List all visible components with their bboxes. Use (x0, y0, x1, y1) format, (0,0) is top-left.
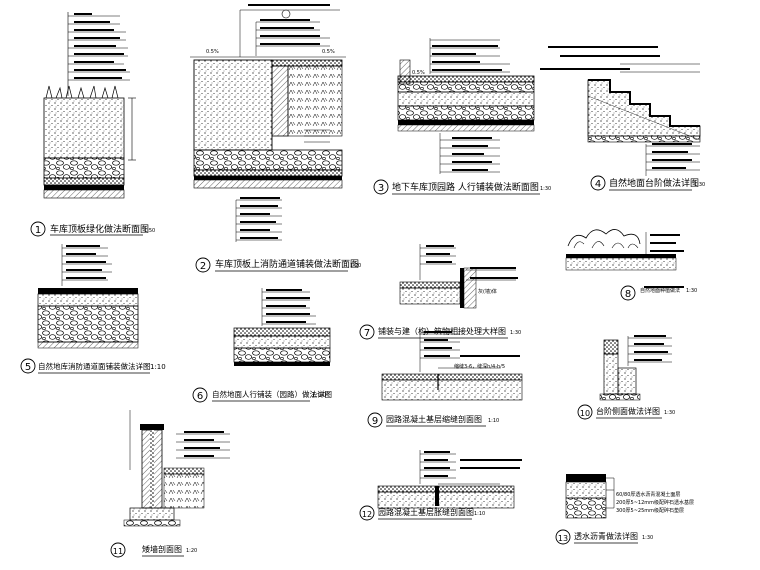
detail-scale: 1:30 (694, 182, 705, 188)
title-10: 10 台阶侧面做法详图 1:30 (577, 404, 675, 420)
detail-title: 自然地面台阶做法详图 (609, 177, 699, 189)
title-8: 8 自然地面种植做法 1:30 (620, 285, 697, 301)
detail-13-note-3: 300厚5~25mm级配碎石垫层 (616, 507, 684, 514)
detail-7-note: 灰(墙)体 (478, 288, 497, 295)
title-9: 9 园路混凝土基层缩缝剖面图 1:10 (367, 412, 499, 428)
title-13: 13 透水沥青做法详图 1:30 (555, 529, 653, 545)
title-3: 3 地下车库顶园路 人行铺装做法断面图 1:30 (373, 179, 551, 195)
detail-title: 铺装与建（构）筑物相接处理大样图 (378, 326, 506, 336)
title-7: 7 铺装与建（构）筑物相接处理大样图 1:30 (359, 324, 521, 340)
detail-number: 5 (25, 362, 31, 373)
detail-1-drawing (43, 12, 136, 199)
detail-13-drawing: 60/80厚透水沥青混凝土面层 200厚5~12mm级配碎石透水基层 300厚5… (565, 474, 694, 519)
title-5: 5 自然地库消防通道面铺装做法详图 1:10 (20, 358, 166, 374)
detail-number: 3 (378, 183, 384, 194)
detail-13-note-2: 200厚5~12mm级配碎石透水基层 (616, 499, 694, 506)
detail-3-drawing: 0.5% (397, 38, 535, 174)
title-12: 12 园路混凝土基层胀缝剖面图 1:10 (359, 505, 485, 521)
detail-5-drawing (37, 244, 139, 349)
detail-9-drawing: 缩缝3-6，缝深h/4-h/5 (381, 330, 523, 401)
detail-4-drawing (540, 46, 701, 176)
detail-number: 2 (200, 261, 206, 272)
detail-title: 自然地面种植做法 (640, 287, 680, 294)
detail-11-drawing (123, 410, 230, 527)
detail-title: 台阶侧面做法详图 (596, 406, 660, 416)
title-4: 4 自然地面台阶做法详图 1:30 (590, 175, 705, 191)
detail-9-note: 缩缝3-6，缝深h/4-h/5 (454, 363, 505, 370)
detail-scale: 1:10 (488, 418, 499, 424)
detail-2-slope-left: 0.5% (206, 49, 219, 55)
detail-title: 车库顶板上消防通道铺装做法断面图 (215, 258, 359, 270)
title-11: 11 矮墙剖面图 1:20 (110, 542, 197, 558)
detail-title: 透水沥青做法详图 (574, 531, 638, 541)
detail-number: 12 (362, 510, 372, 519)
detail-scale: 1:30 (510, 330, 521, 336)
detail-scale: 1:10 (311, 391, 327, 399)
detail-title: 车库顶板绿化做法断面图 (50, 223, 149, 235)
detail-number: 10 (580, 409, 590, 418)
detail-scale: 1:30 (540, 186, 551, 192)
detail-scale: 1:20 (350, 263, 361, 269)
detail-10-drawing (599, 335, 672, 401)
detail-scale: 1:30 (686, 288, 697, 294)
detail-scale: 1:30 (642, 535, 653, 541)
detail-7-drawing: 灰(墙)体 (399, 244, 518, 309)
detail-number: 4 (595, 179, 601, 190)
detail-number: 1 (35, 225, 41, 236)
detail-scale: 1:20 (186, 548, 197, 554)
detail-8-drawing (565, 229, 684, 288)
detail-2-drawing: 0.5% 0.5% (190, 4, 346, 242)
detail-scale: 1:10 (474, 511, 485, 517)
detail-number: 13 (558, 534, 568, 543)
detail-12-drawing (377, 450, 522, 509)
detail-number: 9 (372, 416, 378, 427)
detail-title: 矮墙剖面图 (142, 544, 182, 554)
title-1: 1 车库顶板绿化做法断面图 1:50 (30, 221, 155, 237)
detail-scale: 1:30 (664, 410, 675, 416)
detail-title: 自然地库消防通道面铺装做法详图 (38, 361, 151, 371)
detail-scale: 1:10 (150, 363, 166, 371)
title-2: 2 车库顶板上消防通道铺装做法断面图 1:20 (195, 257, 361, 273)
title-6: 6 自然地面人行铺装（园路）做法详图 1:10 (192, 387, 332, 403)
detail-title: 园路混凝土基层缩缝剖面图 (386, 414, 482, 424)
detail-number: 8 (625, 289, 631, 300)
detail-title: 园路混凝土基层胀缝剖面图 (378, 507, 474, 517)
detail-13-note-1: 60/80厚透水沥青混凝土面层 (616, 491, 680, 498)
detail-number: 11 (113, 547, 123, 556)
detail-number: 7 (364, 328, 370, 339)
detail-number: 6 (197, 391, 203, 402)
detail-6-drawing (233, 288, 331, 366)
detail-title: 自然地面人行铺装（园路）做法详图 (212, 389, 332, 399)
detail-scale: 1:50 (144, 228, 155, 234)
detail-2-slope-right: 0.5% (322, 49, 335, 55)
detail-title: 地下车库顶园路 人行铺装做法断面图 (392, 181, 539, 193)
detail-3-slope: 0.5% (412, 70, 425, 76)
